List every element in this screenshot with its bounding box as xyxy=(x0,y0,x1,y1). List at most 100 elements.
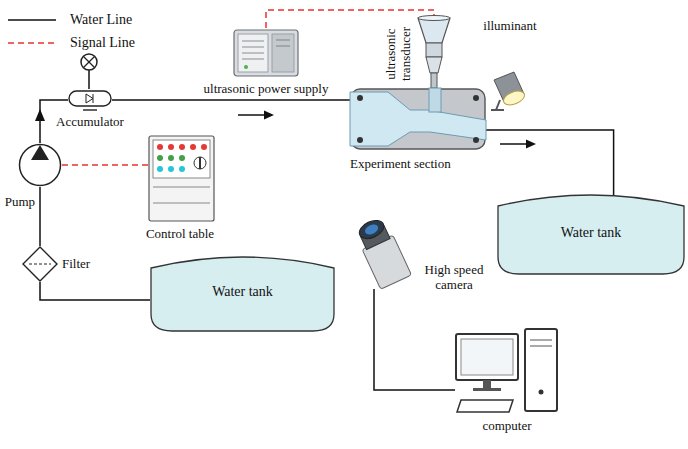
icon-shape xyxy=(86,94,93,103)
node-label: Filter xyxy=(62,256,90,271)
icon-shape xyxy=(201,144,207,150)
icon-shape xyxy=(356,217,386,242)
high-speed-camera-icon xyxy=(352,215,414,293)
icon-shape xyxy=(238,34,268,72)
control-table: Control table xyxy=(148,135,215,222)
legend-signal-sample xyxy=(8,42,56,44)
icon-shape xyxy=(190,144,196,150)
icon-shape xyxy=(276,46,290,47)
icon-shape xyxy=(168,166,174,172)
water-line xyxy=(40,282,150,300)
filter-symbol-icon xyxy=(22,246,58,282)
icon-shape xyxy=(276,40,290,41)
icon-shape xyxy=(20,145,61,186)
icon-shape xyxy=(357,95,363,101)
filter-symbol: Filter xyxy=(22,246,58,282)
icon-shape xyxy=(23,247,57,281)
icon-shape xyxy=(69,91,111,106)
icon-shape xyxy=(179,155,185,161)
icon-shape xyxy=(353,215,412,289)
icon-shape xyxy=(153,203,210,204)
icon-shape xyxy=(357,137,363,143)
node-label: computer xyxy=(482,418,531,433)
computer: computer xyxy=(455,328,560,414)
icon-shape xyxy=(530,340,552,341)
experiment-section-icon xyxy=(350,88,486,150)
ultrasonic-transducer: ultrasonic transducer xyxy=(414,15,454,88)
icon-shape xyxy=(242,59,264,60)
legend-label: Signal Line xyxy=(70,35,135,51)
icon-shape xyxy=(473,388,501,391)
icon-shape xyxy=(149,136,214,221)
water-line xyxy=(486,130,614,198)
water-tank: Water tank xyxy=(497,190,685,275)
gauge-cross xyxy=(84,57,95,68)
node-label: High speed camera xyxy=(418,262,490,292)
icon-shape xyxy=(461,339,513,375)
icon-shape xyxy=(153,187,210,188)
illuminant-lamp: illuminant xyxy=(488,70,532,112)
node-label: ultrasonic transducer xyxy=(383,21,413,87)
icon-shape xyxy=(168,155,174,161)
icon-shape xyxy=(473,137,479,143)
icon-shape xyxy=(351,89,485,149)
icon-shape xyxy=(157,155,163,161)
node-label: Pump xyxy=(5,194,35,209)
pump-symbol: Pump xyxy=(18,143,62,187)
pressure-gauge xyxy=(81,54,97,70)
water-line xyxy=(112,99,350,101)
node-label: Water tank xyxy=(212,284,273,300)
signal-line xyxy=(266,10,434,28)
flow-arrow xyxy=(264,111,274,120)
icon-shape xyxy=(234,30,298,76)
pump-symbol-icon xyxy=(18,143,62,187)
control-table-icon xyxy=(148,135,215,222)
water-line xyxy=(39,187,41,246)
icon-shape xyxy=(157,166,163,172)
icon-shape xyxy=(242,41,264,42)
icon-shape xyxy=(242,53,264,54)
icon-shape xyxy=(83,109,97,110)
node-label: ultrasonic power supply xyxy=(204,81,329,96)
power-supply-icon xyxy=(232,28,300,78)
flow-arrow xyxy=(238,114,266,116)
icon-shape xyxy=(502,88,527,107)
water-line xyxy=(374,289,455,390)
icon-shape xyxy=(179,144,185,150)
icon-shape xyxy=(29,264,51,265)
legend-label: Water Line xyxy=(70,12,132,28)
high-speed-camera: High speed camera xyxy=(352,215,414,293)
icon-shape xyxy=(350,92,486,146)
icon-shape xyxy=(418,18,450,43)
icon-shape xyxy=(199,157,201,169)
gauge-pipe xyxy=(88,70,90,89)
computer-icon xyxy=(455,328,560,414)
icon-shape xyxy=(157,144,163,150)
icon-shape xyxy=(498,195,684,274)
illuminant-lamp-icon xyxy=(488,70,532,112)
node-label: illuminant xyxy=(483,18,536,33)
icon-shape xyxy=(429,88,441,112)
icon-shape xyxy=(473,95,479,101)
icon-shape xyxy=(272,34,294,72)
icon-shape xyxy=(483,380,491,388)
icon-shape xyxy=(93,94,94,103)
flow-arrow xyxy=(500,143,528,145)
icon-shape xyxy=(457,400,513,412)
icon-shape xyxy=(153,140,210,178)
icon-shape xyxy=(244,65,248,69)
power-supply: ultrasonic power supply xyxy=(232,28,300,78)
icon-shape xyxy=(491,109,504,111)
gauge-cross xyxy=(84,57,95,68)
icon-shape xyxy=(179,166,185,172)
accumulator-symbol: Accumulator xyxy=(68,89,112,111)
icon-shape xyxy=(363,222,379,236)
icon-shape xyxy=(539,390,544,395)
icon-shape xyxy=(496,100,500,110)
water-tank: Water tank xyxy=(150,252,335,332)
icon-shape xyxy=(431,73,437,88)
signal-line xyxy=(62,164,148,166)
icon-shape xyxy=(426,43,442,57)
